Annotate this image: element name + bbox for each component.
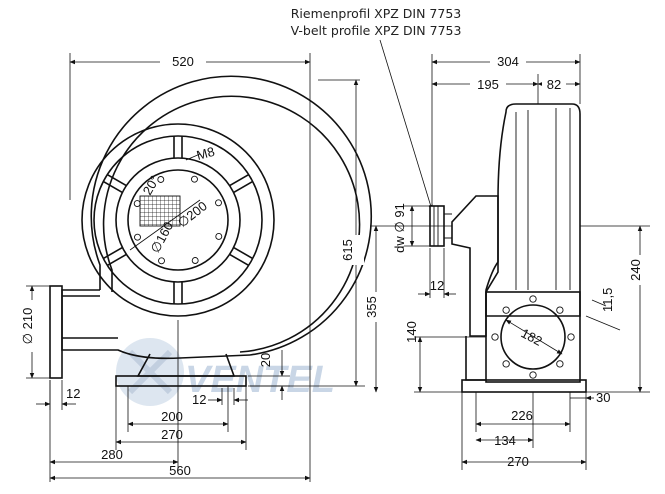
spoke-edge	[229, 173, 250, 187]
dim-overall-depth: 304	[497, 54, 519, 69]
caption-de: Riemenprofil XPZ DIN 7753	[291, 6, 462, 21]
outlet-flange	[49, 285, 63, 379]
spoke-edge	[106, 253, 127, 267]
dim-outlet-bolt-circle: 182	[519, 325, 545, 348]
spoke-edge	[233, 246, 254, 260]
bolt-hole	[133, 200, 141, 207]
dim-depth-to-axis: 195	[477, 77, 499, 92]
spoke-edge	[102, 180, 123, 194]
side-view: 182 304 195 82 dw ∅ 91 12 355	[364, 53, 650, 470]
dim-pulley-height: 240	[628, 259, 643, 281]
spoke-edge	[233, 180, 254, 194]
bolt-thread-label: M8	[195, 144, 216, 163]
spoke-edge	[229, 253, 250, 267]
spokes	[102, 136, 254, 304]
bearing-grid	[139, 195, 181, 227]
bolt-hole	[134, 233, 141, 241]
dim-slot: 11,5	[600, 288, 615, 312]
inlet-hub-outer	[115, 157, 241, 283]
housing-side	[485, 103, 581, 317]
dim-axis-to-back: 82	[547, 77, 561, 92]
outlet-bolt-hole	[491, 333, 499, 341]
watermark: VENTEL	[116, 338, 335, 406]
side-base	[461, 379, 587, 393]
dim-pulley-flange: 12	[430, 278, 444, 293]
scroll-housing-outer	[90, 75, 373, 356]
outlet-bolt-hole	[556, 360, 564, 368]
base-plate	[115, 375, 247, 387]
scroll-housing-inner	[102, 95, 361, 353]
bolt-hole	[215, 199, 222, 207]
dim-pulley: dw ∅ 91	[392, 203, 407, 253]
dim-overall-width: 560	[169, 463, 191, 478]
outlet-duct	[61, 289, 251, 360]
bolt-hole	[157, 176, 165, 183]
outlet-bolt-holes	[491, 295, 575, 379]
dim-615: 615	[340, 239, 355, 261]
dim-520: 520	[172, 54, 194, 69]
dim-foot-width: 270	[161, 427, 183, 442]
bolt-hole	[215, 233, 223, 240]
bolt-holes	[133, 175, 223, 265]
dim-foot-holes: 200	[161, 409, 183, 424]
spoke-edge	[102, 246, 123, 260]
outlet-bolt-hole	[529, 371, 537, 379]
outlet-circle	[500, 304, 566, 370]
inlet-ring-outer	[81, 123, 275, 317]
caption-en: V-belt profile XPZ DIN 7753	[291, 23, 462, 38]
dim-inlet-height: 355	[364, 296, 379, 318]
bolt-hole	[191, 257, 199, 264]
dim-outlet-flange: 12	[66, 386, 80, 401]
outlet-bolt-hole	[502, 360, 510, 368]
bolt-hole	[191, 175, 198, 183]
dim-side-foot-holes: 226	[511, 408, 533, 423]
outlet-bolt-hole	[502, 306, 510, 314]
outlet-bolt-hole	[529, 295, 537, 303]
dim-side-foot-width: 270	[507, 454, 529, 469]
dim-foot-flange: 12	[192, 392, 206, 407]
dim-side-foot-offset: 134	[494, 433, 516, 448]
outlet-bolt-hole	[556, 306, 564, 314]
outlet-bolt-hole	[567, 333, 575, 341]
caption: Riemenprofil XPZ DIN 7753 V-belt profile…	[291, 6, 462, 211]
spoke-edge	[106, 173, 127, 187]
dim-to-axis: 280	[101, 447, 123, 462]
dim-side-foot-edge: 30	[596, 390, 610, 405]
bolt-hole	[158, 257, 165, 265]
bearing-bracket	[451, 195, 499, 337]
front-view: M8 20° ∅200 ∅160 520 615 ∅ 210 12 20	[20, 53, 373, 482]
dim-foot-height: 20	[258, 353, 273, 367]
inlet-hub-inner	[127, 169, 229, 271]
inlet-ring-inner	[93, 135, 263, 305]
dim-outlet-diameter: ∅ 210	[20, 308, 35, 345]
dim-outlet-height: 140	[404, 321, 419, 343]
